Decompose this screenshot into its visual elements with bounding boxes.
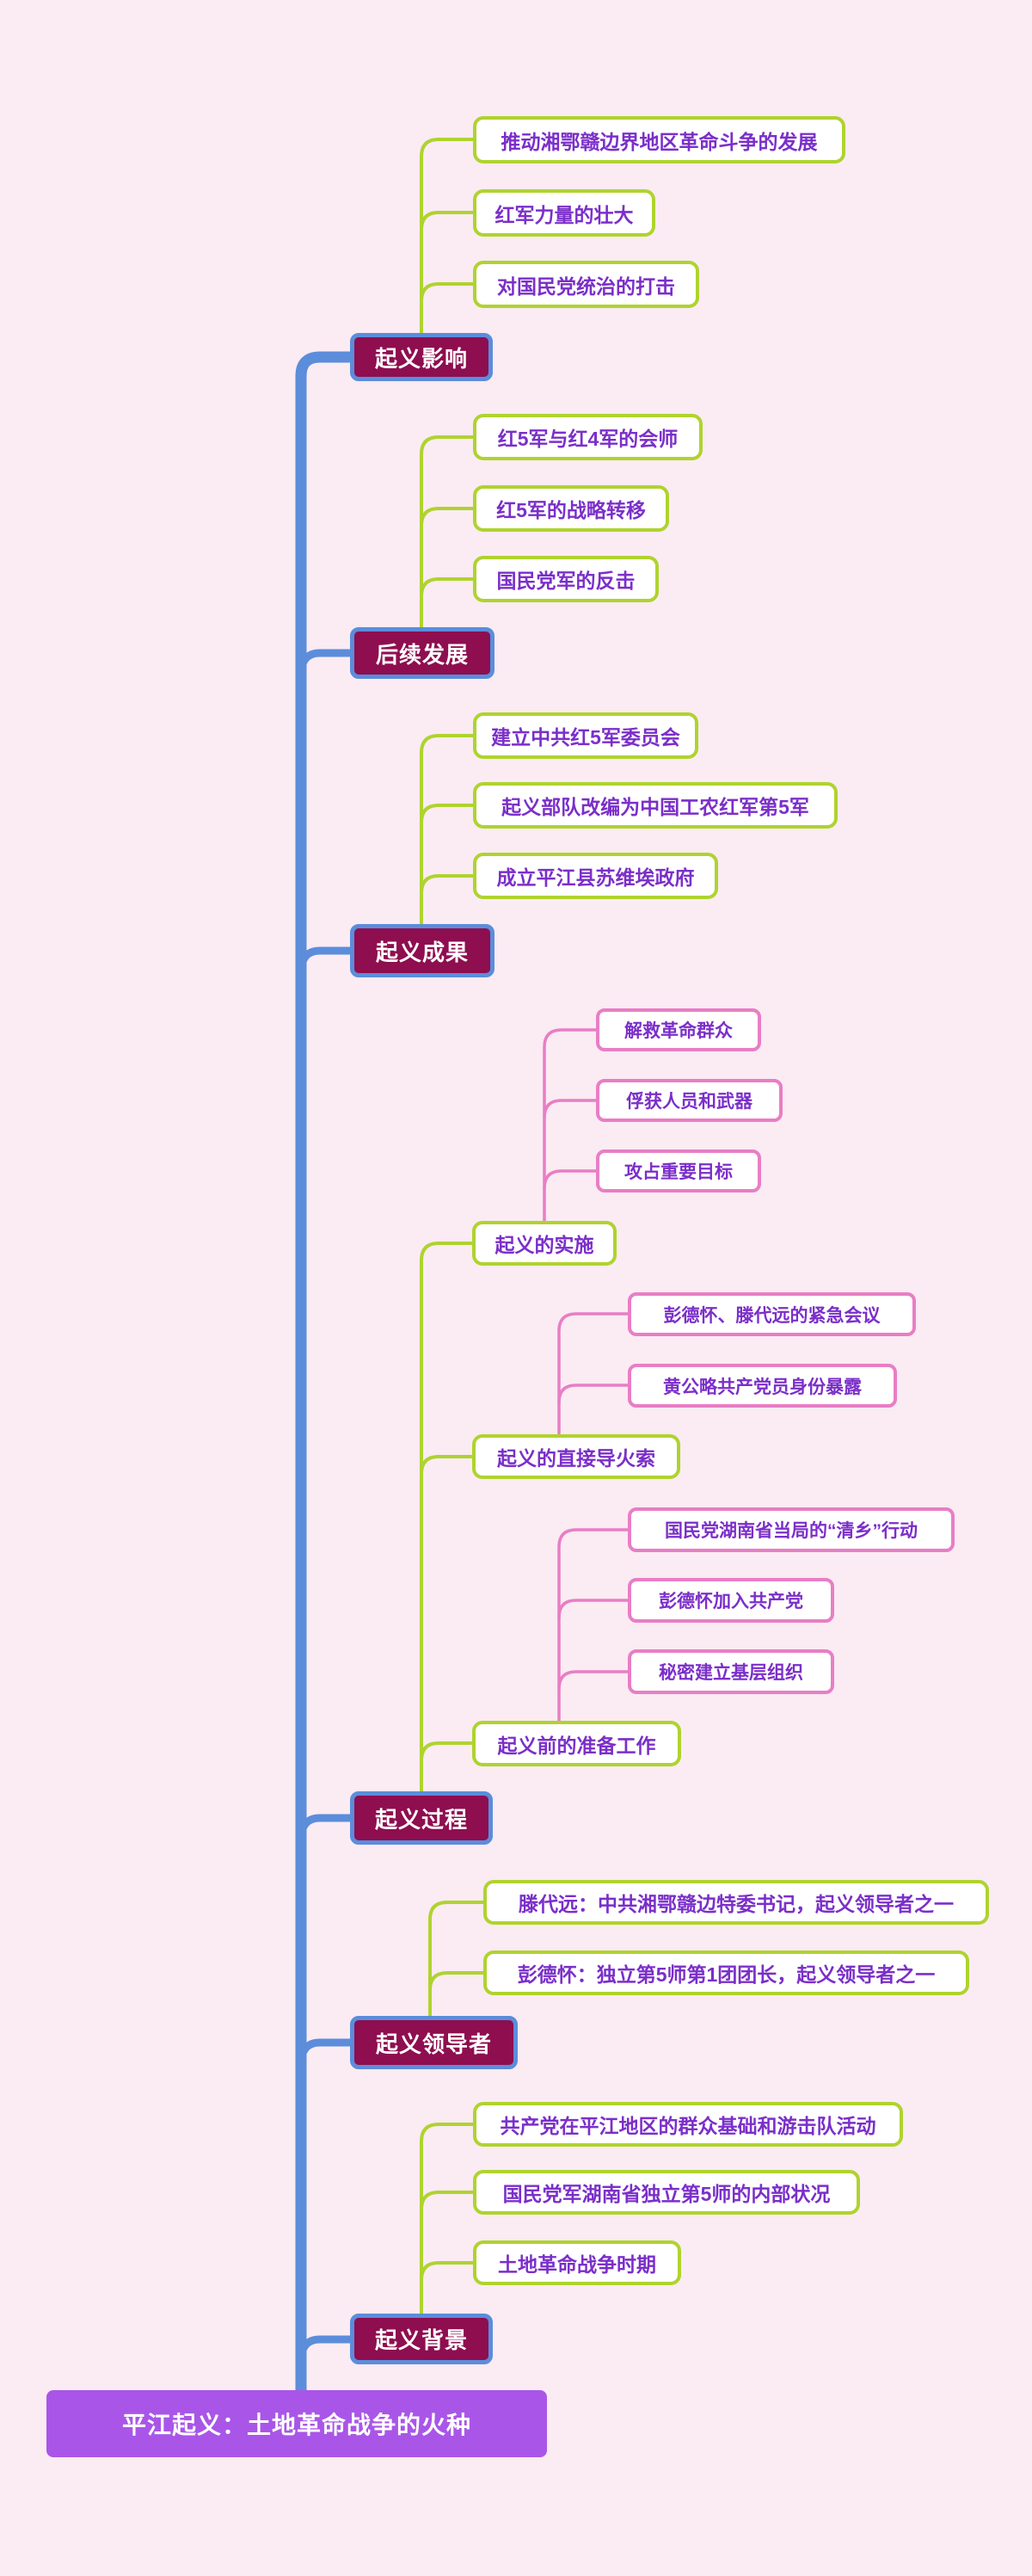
leaf-node[interactable]: 彭德怀、滕代远的紧急会议 [628, 1292, 916, 1336]
subtopic-node[interactable]: 国民党军湖南省独立第5师的内部状况 [473, 2170, 860, 2215]
leaf-node[interactable]: 秘密建立基层组织 [628, 1649, 834, 1694]
subtopic-node[interactable]: 成立平江县苏维埃政府 [473, 853, 718, 899]
subtopic-node[interactable]: 共产党在平江地区的群众基础和游击队活动 [473, 2102, 903, 2147]
subtopic-node[interactable]: 红军力量的壮大 [473, 189, 655, 237]
leaf-node[interactable]: 国民党湖南省当局的“清乡”行动 [628, 1507, 955, 1552]
leaf-node[interactable]: 解救革命群众 [596, 1008, 761, 1051]
leaf-node[interactable]: 攻占重要目标 [596, 1149, 761, 1192]
subtopic-node[interactable]: 起义的直接导火索 [472, 1434, 680, 1479]
main-topic-node[interactable]: 起义背景 [350, 2314, 493, 2364]
subtopic-node[interactable]: 滕代远：中共湘鄂赣边特委书记，起义领导者之一 [483, 1880, 989, 1925]
subtopic-node[interactable]: 土地革命战争时期 [473, 2240, 681, 2285]
subtopic-node[interactable]: 彭德怀：独立第5师第1团团长，起义领导者之一 [483, 1950, 969, 1995]
subtopic-node[interactable]: 起义前的准备工作 [472, 1721, 681, 1766]
subtopic-node[interactable]: 红5军的战略转移 [473, 485, 669, 532]
leaf-node[interactable]: 黄公略共产党员身份暴露 [628, 1364, 897, 1408]
subtopic-node[interactable]: 对国民党统治的打击 [473, 261, 699, 308]
main-topic-node[interactable]: 起义成果 [350, 924, 494, 977]
main-topic-node[interactable]: 起义领导者 [350, 2016, 518, 2069]
subtopic-node[interactable]: 起义部队改编为中国工农红军第5军 [473, 782, 838, 829]
leaf-connectors [543, 1028, 631, 1724]
subtopic-node[interactable]: 建立中共红5军委员会 [473, 712, 698, 759]
main-topic-node[interactable]: 起义影响 [350, 333, 493, 381]
leaf-node[interactable]: 俘获人员和武器 [596, 1079, 783, 1122]
main-topic-node[interactable]: 后续发展 [350, 627, 494, 679]
subtopic-node[interactable]: 推动湘鄂赣边界地区革命斗争的发展 [473, 116, 845, 163]
subtopic-node[interactable]: 国民党军的反击 [473, 556, 659, 602]
branch-connectors [297, 649, 357, 2366]
root-node[interactable]: 平江起义：土地革命战争的火种 [46, 2390, 547, 2457]
main-topic-node[interactable]: 起义过程 [350, 1791, 493, 1845]
leaf-node[interactable]: 彭德怀加入共产党 [628, 1578, 834, 1623]
subtopic-node[interactable]: 红5军与红4军的会师 [473, 414, 703, 460]
subtopic-node[interactable]: 起义的实施 [472, 1221, 617, 1266]
spine-line [295, 351, 359, 2396]
